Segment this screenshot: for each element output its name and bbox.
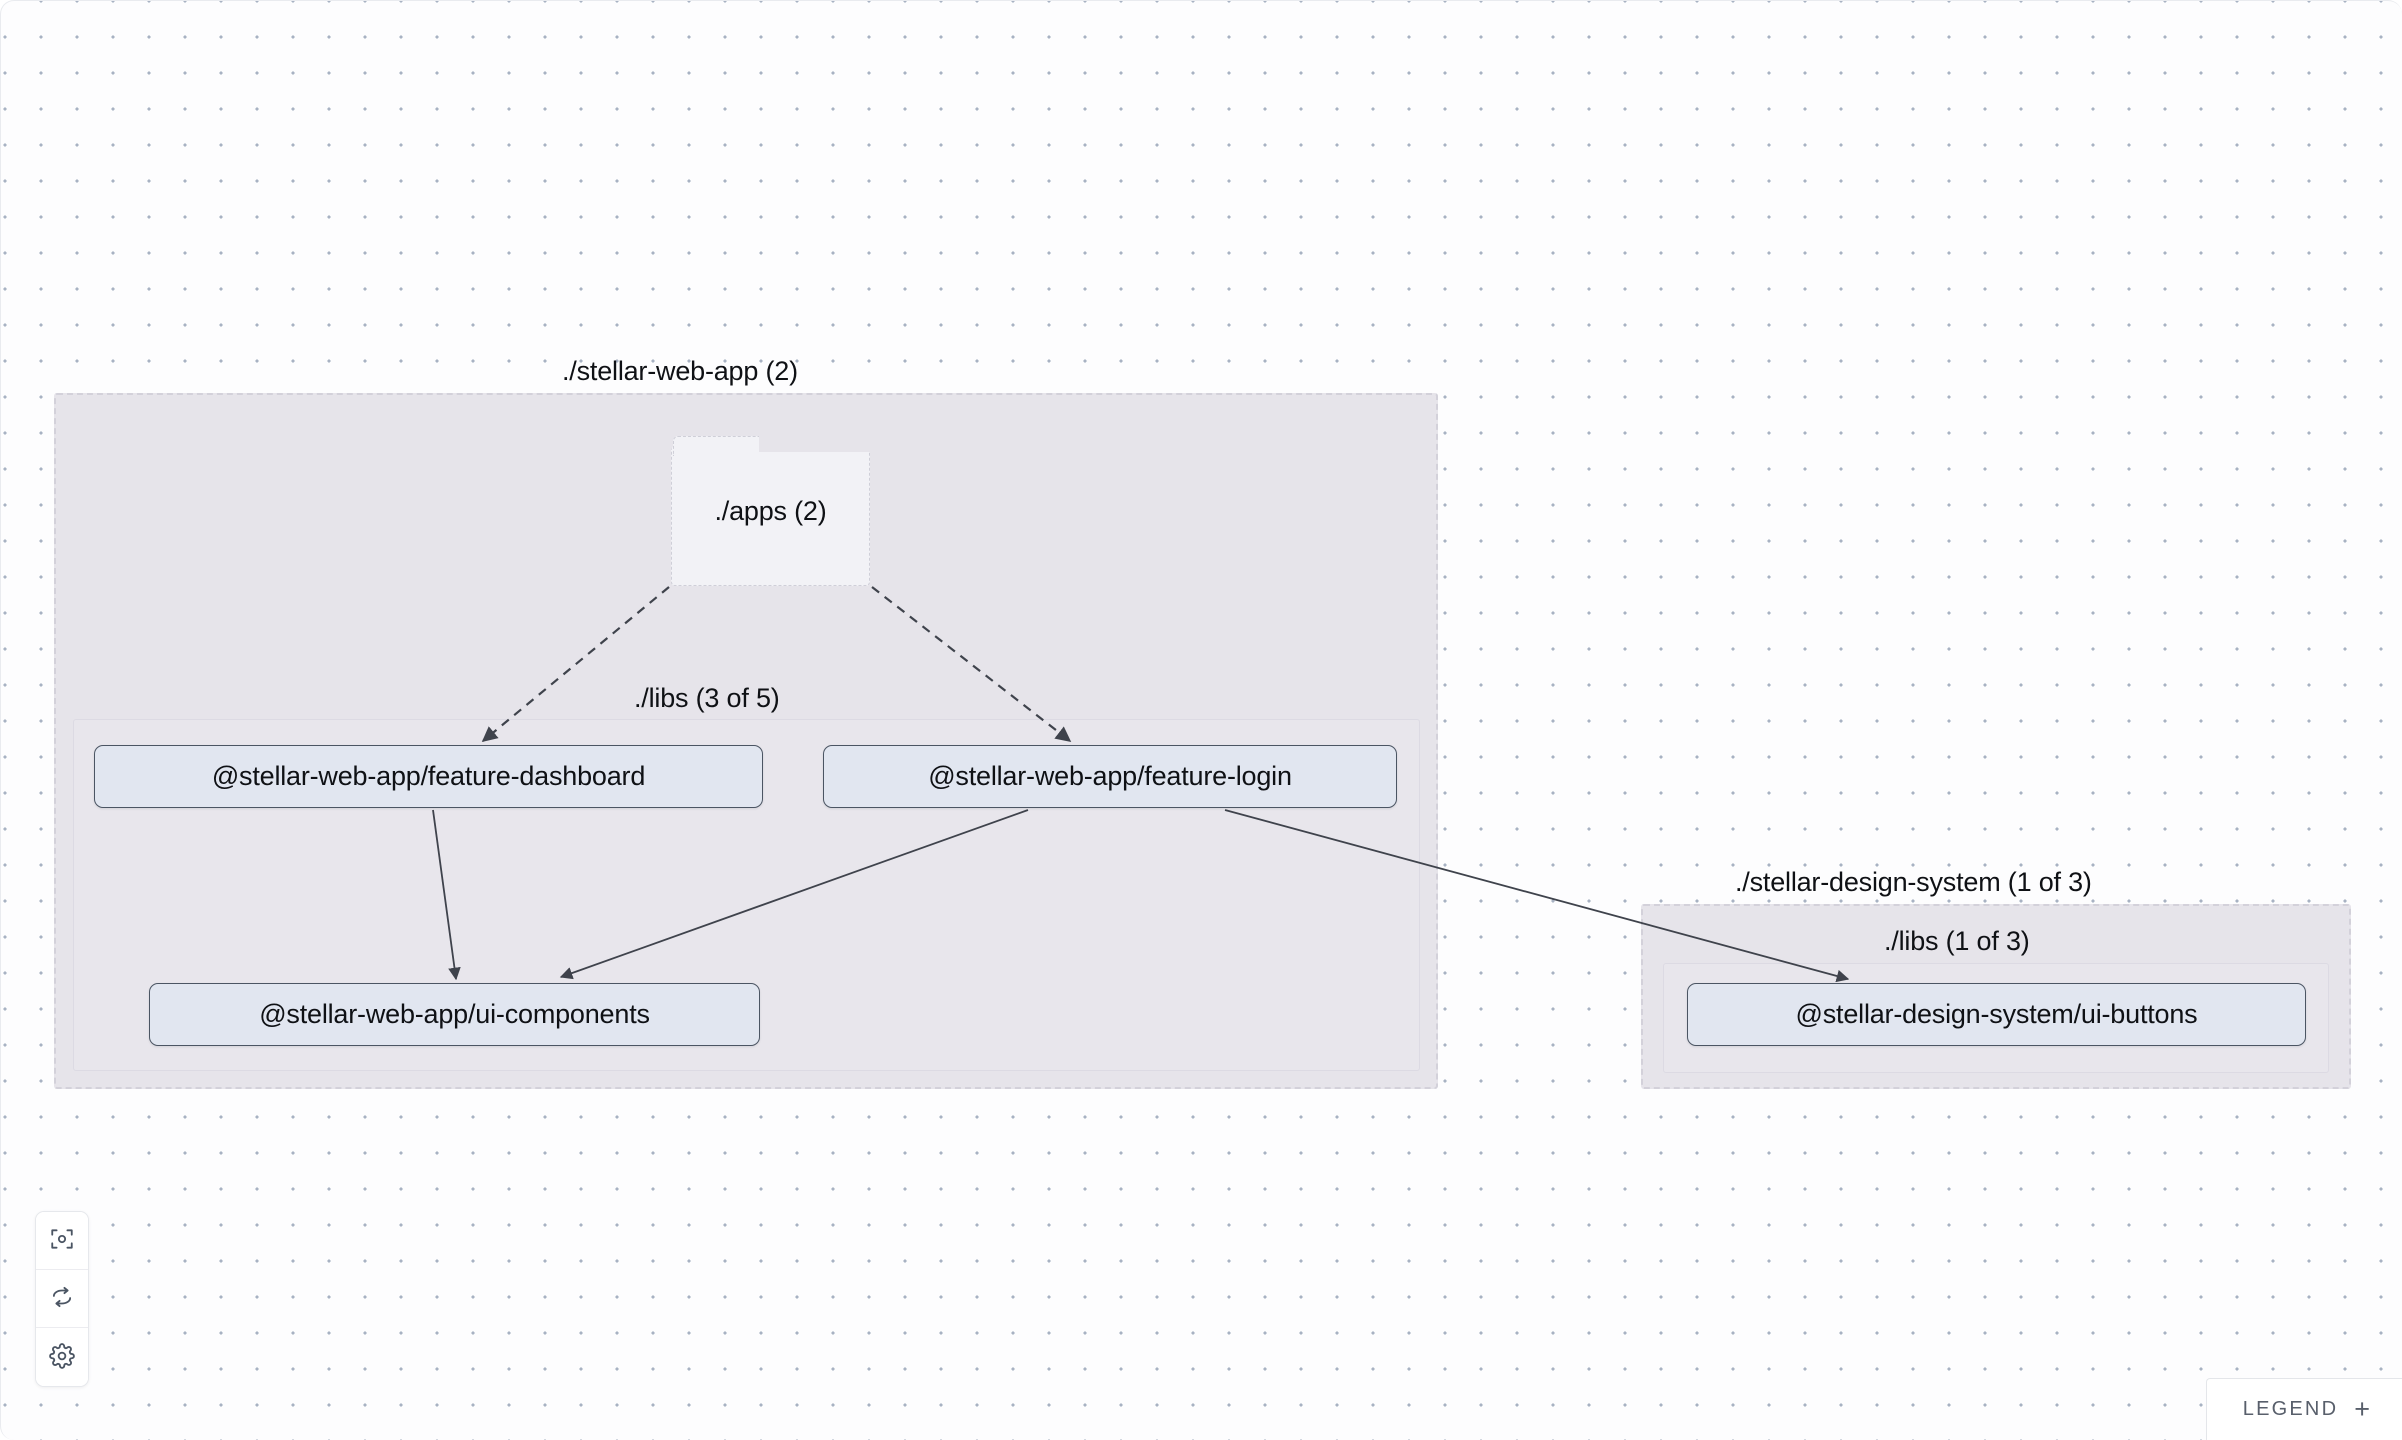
node-ui-buttons[interactable]: @stellar-design-system/ui-buttons [1687, 983, 2306, 1046]
folder-tab-shape [673, 436, 759, 456]
node-feature-dashboard[interactable]: @stellar-web-app/feature-dashboard [94, 745, 763, 808]
group-title-stellar-web-app: ./stellar-web-app (2) [562, 356, 798, 386]
settings-button[interactable] [36, 1328, 88, 1386]
refresh-icon [49, 1284, 75, 1313]
node-label-ui-components: @stellar-web-app/ui-components [259, 999, 650, 1029]
legend-label: LEGEND [2242, 1398, 2339, 1420]
group-title-stellar-design-system: ./stellar-design-system (1 of 3) [1735, 867, 2092, 897]
subgroup-title-stellar-design-system-libs: ./libs (1 of 3) [1884, 926, 2030, 956]
node-label-apps-folder: ./apps (2) [714, 495, 827, 526]
node-feature-login[interactable]: @stellar-web-app/feature-login [823, 745, 1397, 808]
gear-icon [49, 1342, 75, 1372]
node-ui-components[interactable]: @stellar-web-app/ui-components [149, 983, 760, 1046]
node-apps-folder[interactable]: ./apps (2) [671, 436, 870, 586]
node-label-feature-dashboard: @stellar-web-app/feature-dashboard [211, 761, 646, 791]
legend-toggle[interactable]: LEGEND + [2205, 1378, 2402, 1440]
focus-target-button[interactable] [36, 1212, 88, 1270]
plus-icon: + [2354, 1394, 2370, 1424]
focus-target-icon [49, 1226, 75, 1255]
node-label-ui-buttons: @stellar-design-system/ui-buttons [1795, 999, 2198, 1029]
canvas-controls [35, 1211, 89, 1387]
refresh-button[interactable] [36, 1270, 88, 1328]
folder-icon-shape [671, 440, 870, 586]
subgroup-title-stellar-web-app-libs: ./libs (3 of 5) [634, 683, 780, 713]
node-label-feature-login: @stellar-web-app/feature-login [928, 761, 1292, 791]
